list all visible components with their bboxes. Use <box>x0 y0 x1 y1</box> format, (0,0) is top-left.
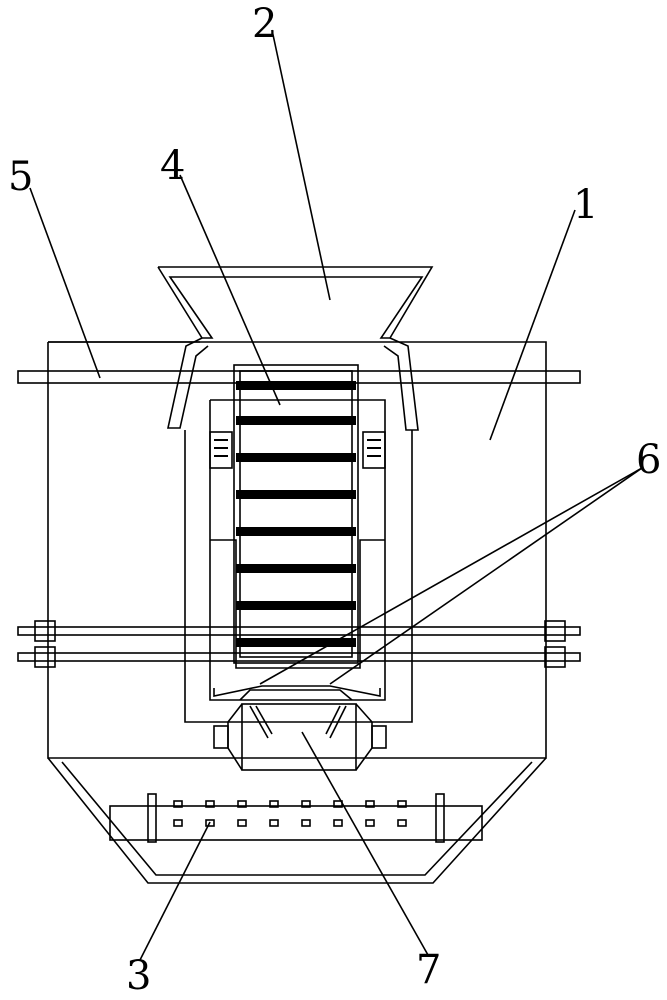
screw-conveyor <box>109 793 483 843</box>
leader-4 <box>179 174 281 406</box>
leader-2 <box>271 29 331 301</box>
screw-blades-row-1 <box>173 800 407 808</box>
screw-blades-row-2 <box>173 819 407 827</box>
bottom-housing <box>47 757 547 884</box>
main-housing <box>47 341 547 759</box>
leader-lines <box>29 29 643 961</box>
inner-housing <box>184 399 413 723</box>
roller-screen <box>233 364 359 664</box>
pump-body <box>213 703 387 771</box>
leader-6b <box>259 467 643 685</box>
feed-hopper <box>157 266 434 431</box>
leader-3 <box>139 821 211 961</box>
label-6: 6 <box>636 437 662 483</box>
leader-1 <box>489 209 576 441</box>
label-2: 2 <box>252 1 278 47</box>
label-4: 4 <box>160 143 186 189</box>
right-spring <box>362 431 386 469</box>
middle-rods <box>17 620 581 668</box>
leader-6a <box>329 467 643 685</box>
leader-5 <box>29 187 101 379</box>
label-5: 5 <box>8 154 34 200</box>
guide-chute <box>213 685 381 701</box>
leader-7 <box>301 731 429 956</box>
label-3: 3 <box>126 953 152 999</box>
label-1: 1 <box>573 182 599 228</box>
label-7: 7 <box>416 947 442 993</box>
left-spring <box>209 431 233 469</box>
